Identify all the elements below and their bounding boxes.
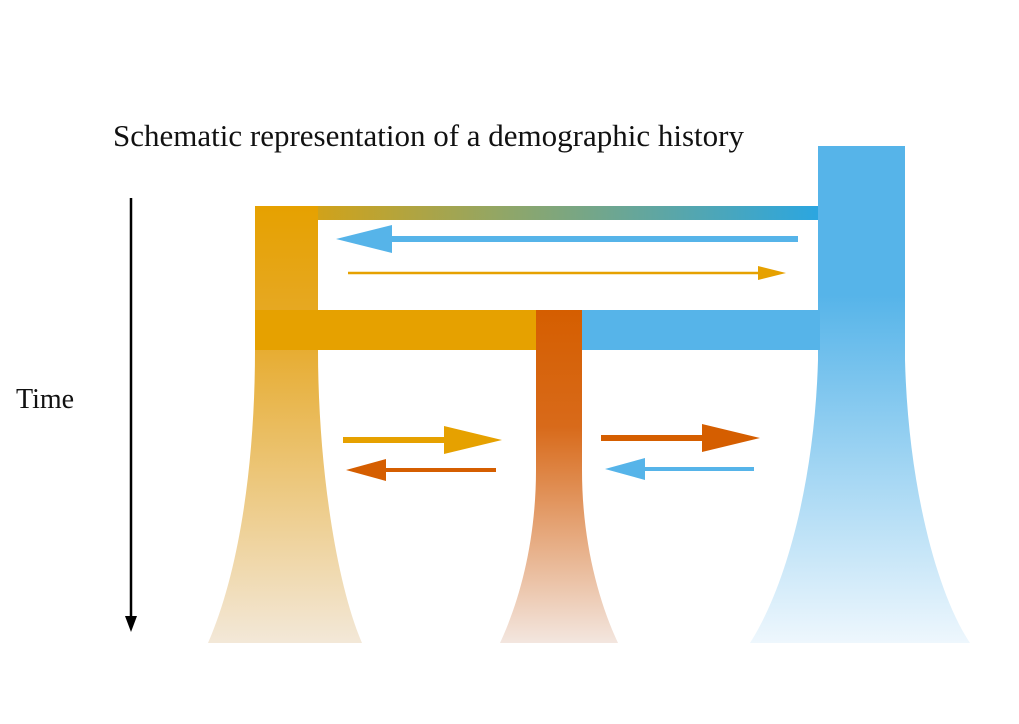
population-left-branch [208, 206, 362, 643]
migration-arrow-middle-to-right [601, 424, 760, 452]
migration-arrow-right-to-middle [605, 458, 754, 480]
diagram-title: Schematic representation of a demographi… [113, 118, 744, 153]
population-middle-branch [500, 310, 618, 643]
migration-arrow-left-to-right-ancestral [348, 266, 786, 280]
time-axis-arrow [125, 198, 137, 632]
ancestral-top-bar [255, 206, 825, 220]
middle-bar-left-segment [255, 310, 555, 350]
time-axis-label: Time [16, 384, 75, 415]
migration-arrow-middle-to-left [346, 459, 496, 481]
migration-arrow-left-to-middle [343, 426, 502, 454]
middle-bar-right-segment [555, 310, 820, 350]
population-right-branch [750, 146, 970, 643]
migration-arrow-right-to-left-ancestral [336, 225, 798, 253]
